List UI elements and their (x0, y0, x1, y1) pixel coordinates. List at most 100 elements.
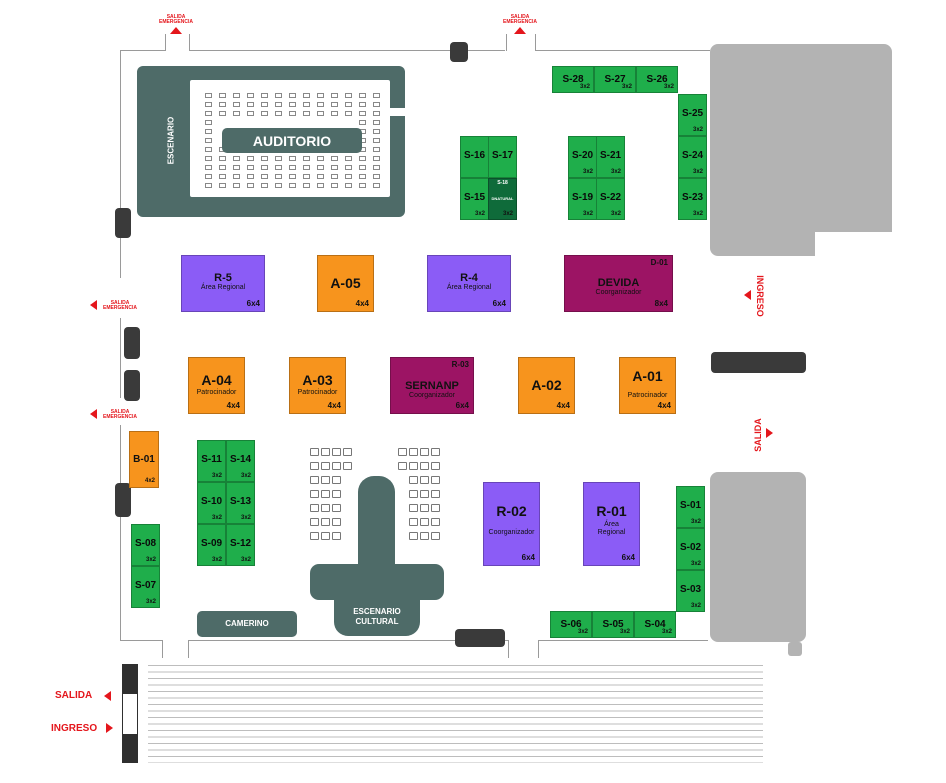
column-left-4 (115, 483, 131, 517)
stand-s18[interactable]: S-18 DNATURAL 3x2 (488, 178, 517, 220)
service-area-bottom-right-tab (788, 642, 802, 656)
salida-right-label: SALIDA (753, 418, 763, 452)
auditorio-seat (345, 93, 352, 98)
stand-code: S-08 (134, 538, 157, 549)
audience-chair (409, 490, 418, 498)
auditorio-seat (331, 156, 338, 161)
stand-code: S-28 (562, 74, 584, 85)
camerino-label: CAMERINO (225, 619, 269, 628)
booth-a02[interactable]: A-02 4x4 (518, 357, 575, 414)
auditorio-seat (373, 120, 380, 125)
auditorio-seat (359, 102, 366, 107)
booth-r01[interactable]: R-01 Área Regional 6x4 (583, 482, 640, 566)
stand-s-17[interactable]: S-17 (488, 136, 517, 178)
ingreso-bottom-label: INGRESO (51, 723, 98, 734)
auditorio-seat (233, 165, 240, 170)
auditorio-seat (331, 174, 338, 179)
escenario-cultural-label-2: CULTURAL (355, 617, 399, 626)
stand-size: 3x2 (211, 515, 222, 521)
auditorio-seat (303, 183, 310, 188)
booth-sernanp[interactable]: R-03 SERNANP Coorganizador 6x4 (390, 357, 474, 414)
column-top (450, 42, 468, 62)
auditorio-seat (233, 93, 240, 98)
auditorio-seat (359, 183, 366, 188)
booth-a05[interactable]: A-05 4x4 (317, 255, 374, 312)
stand-size: 3x2 (661, 629, 672, 635)
wall-bottom-left (120, 640, 162, 641)
booth-r4[interactable]: R-4 Área Regional 6x4 (427, 255, 511, 312)
auditorio-seat (373, 183, 380, 188)
stand-size: 3x2 (610, 211, 621, 217)
stand-code: S-21 (599, 150, 622, 161)
auditorio-seat (205, 174, 212, 179)
auditorio-seat (275, 165, 282, 170)
booth-a01[interactable]: A-01 Patrocinador 4x4 (619, 357, 676, 414)
exit-arrow-up-icon (170, 27, 182, 34)
wall-left-lower (120, 425, 121, 640)
stand-size: 3x2 (577, 629, 588, 635)
wall-bottom-post-2 (188, 640, 189, 658)
audience-chair (332, 490, 341, 498)
escenario-cultural-stage (334, 596, 420, 636)
auditorio-seat (359, 156, 366, 161)
wall-top-right (535, 50, 710, 51)
auditorio-seat (373, 156, 380, 161)
booth-a04[interactable]: A-04 Patrocinador 4x4 (188, 357, 245, 414)
stand-code: S-23 (681, 192, 704, 203)
auditorio-label: AUDITORIO (252, 133, 332, 149)
auditorio-seat (373, 174, 380, 179)
booth-b01[interactable]: B-01 4x2 (129, 431, 159, 488)
booth-a03[interactable]: A-03 Patrocinador 4x4 (289, 357, 346, 414)
wall-bottom-post-1 (162, 640, 163, 658)
auditorio-seat (331, 102, 338, 107)
stand-code: S-17 (491, 150, 514, 161)
booth-devida[interactable]: D-01 DEVIDA Coorganizador 8x4 (564, 255, 673, 312)
stand-s-16[interactable]: S-16 (460, 136, 489, 178)
auditorio-seat (219, 93, 226, 98)
stand-code: S-12 (229, 538, 252, 549)
booth-r02[interactable]: R-02 Coorganizador 6x4 (483, 482, 540, 566)
auditorio-seat (289, 156, 296, 161)
stand-size: 3x2 (582, 169, 593, 175)
audience-chair (409, 532, 418, 540)
stand-size: 3x2 (240, 473, 251, 479)
auditorio-seat (275, 102, 282, 107)
booth-r5[interactable]: R-5 Área Regional 6x4 (181, 255, 265, 312)
stand-code: S-26 (646, 74, 668, 85)
auditorio-seat (331, 93, 338, 98)
audience-chair (321, 462, 330, 470)
wall-bottom-right (538, 640, 708, 641)
audience-chair (310, 490, 319, 498)
stand-size: 3x2 (579, 84, 590, 90)
auditorio-seat (373, 147, 380, 152)
auditorio-seat (345, 183, 352, 188)
wall-emerg-top-right-post (506, 34, 507, 51)
auditorio-seat (359, 93, 366, 98)
wall-left-mid (120, 318, 121, 398)
